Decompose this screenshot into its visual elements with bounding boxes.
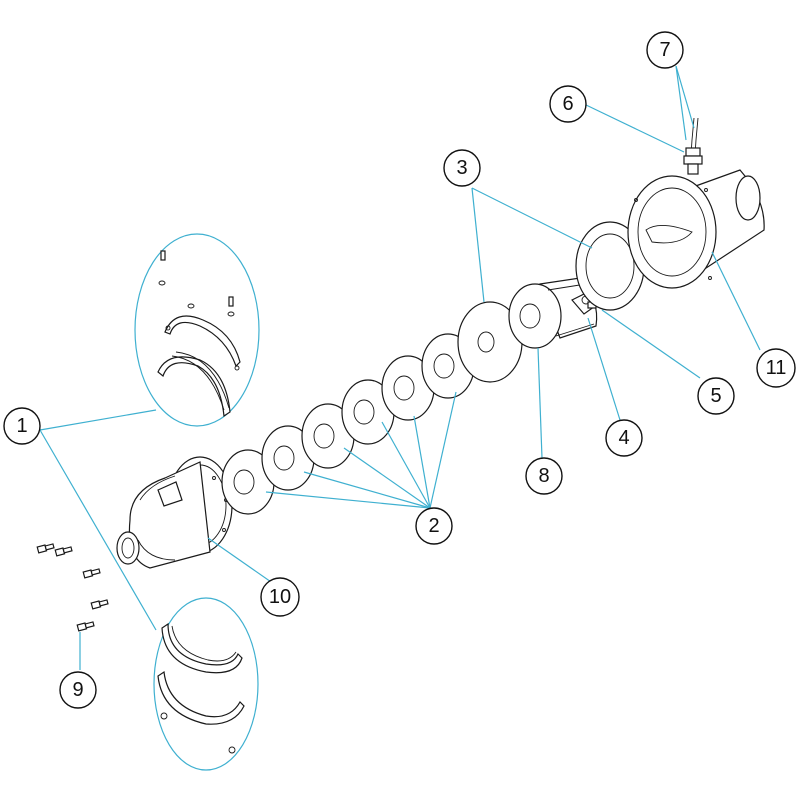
screw-set [36, 543, 109, 632]
callout-11: 11 [756, 348, 796, 388]
callout-8-label: 8 [538, 465, 549, 487]
leader-lines [39, 65, 761, 670]
callout-5-label: 5 [710, 385, 721, 407]
callout-7-label: 7 [659, 39, 670, 61]
callout-10: 10 [260, 577, 300, 617]
callout-5: 5 [697, 377, 735, 415]
callout-1-label: 1 [16, 415, 27, 437]
callout-4: 4 [605, 419, 643, 457]
callout-2: 2 [415, 507, 453, 545]
front-housing [116, 456, 233, 569]
callout-3-label: 3 [456, 157, 467, 179]
main-body [627, 169, 765, 289]
cable-gland [683, 117, 703, 175]
detail-view-bottom [153, 597, 259, 771]
callout-6-label: 6 [562, 93, 573, 115]
callout-6: 6 [549, 85, 587, 123]
callout-7: 7 [646, 31, 684, 69]
callout-11-label: 11 [766, 357, 787, 379]
ring-stack [221, 333, 475, 515]
callout-1: 1 [3, 407, 41, 445]
callout-4-label: 4 [618, 427, 629, 449]
callout-10-label: 10 [269, 586, 291, 608]
callout-8: 8 [525, 457, 563, 495]
callout-3: 3 [443, 149, 481, 187]
detail-view-top [134, 233, 260, 427]
callout-2-label: 2 [428, 515, 439, 537]
callout-9-label: 9 [72, 679, 83, 701]
callout-9: 9 [59, 671, 97, 709]
